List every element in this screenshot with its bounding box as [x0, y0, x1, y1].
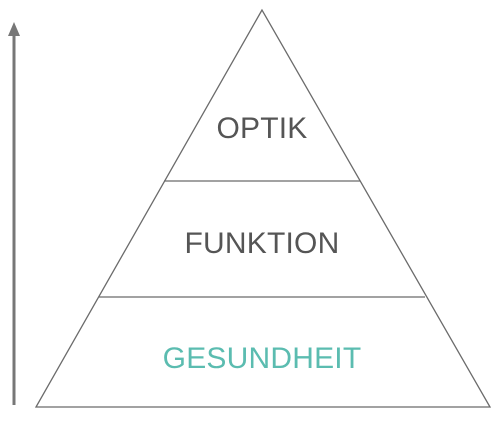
arrow-head-icon: [8, 22, 20, 36]
pyramid-outline: [34, 8, 492, 408]
tier-label-middle: FUNKTION: [185, 227, 340, 260]
tier-label-top: OPTIK: [216, 112, 307, 145]
upward-arrow: [8, 22, 20, 405]
tier-label-bottom: GESUNDHEIT: [163, 342, 362, 375]
